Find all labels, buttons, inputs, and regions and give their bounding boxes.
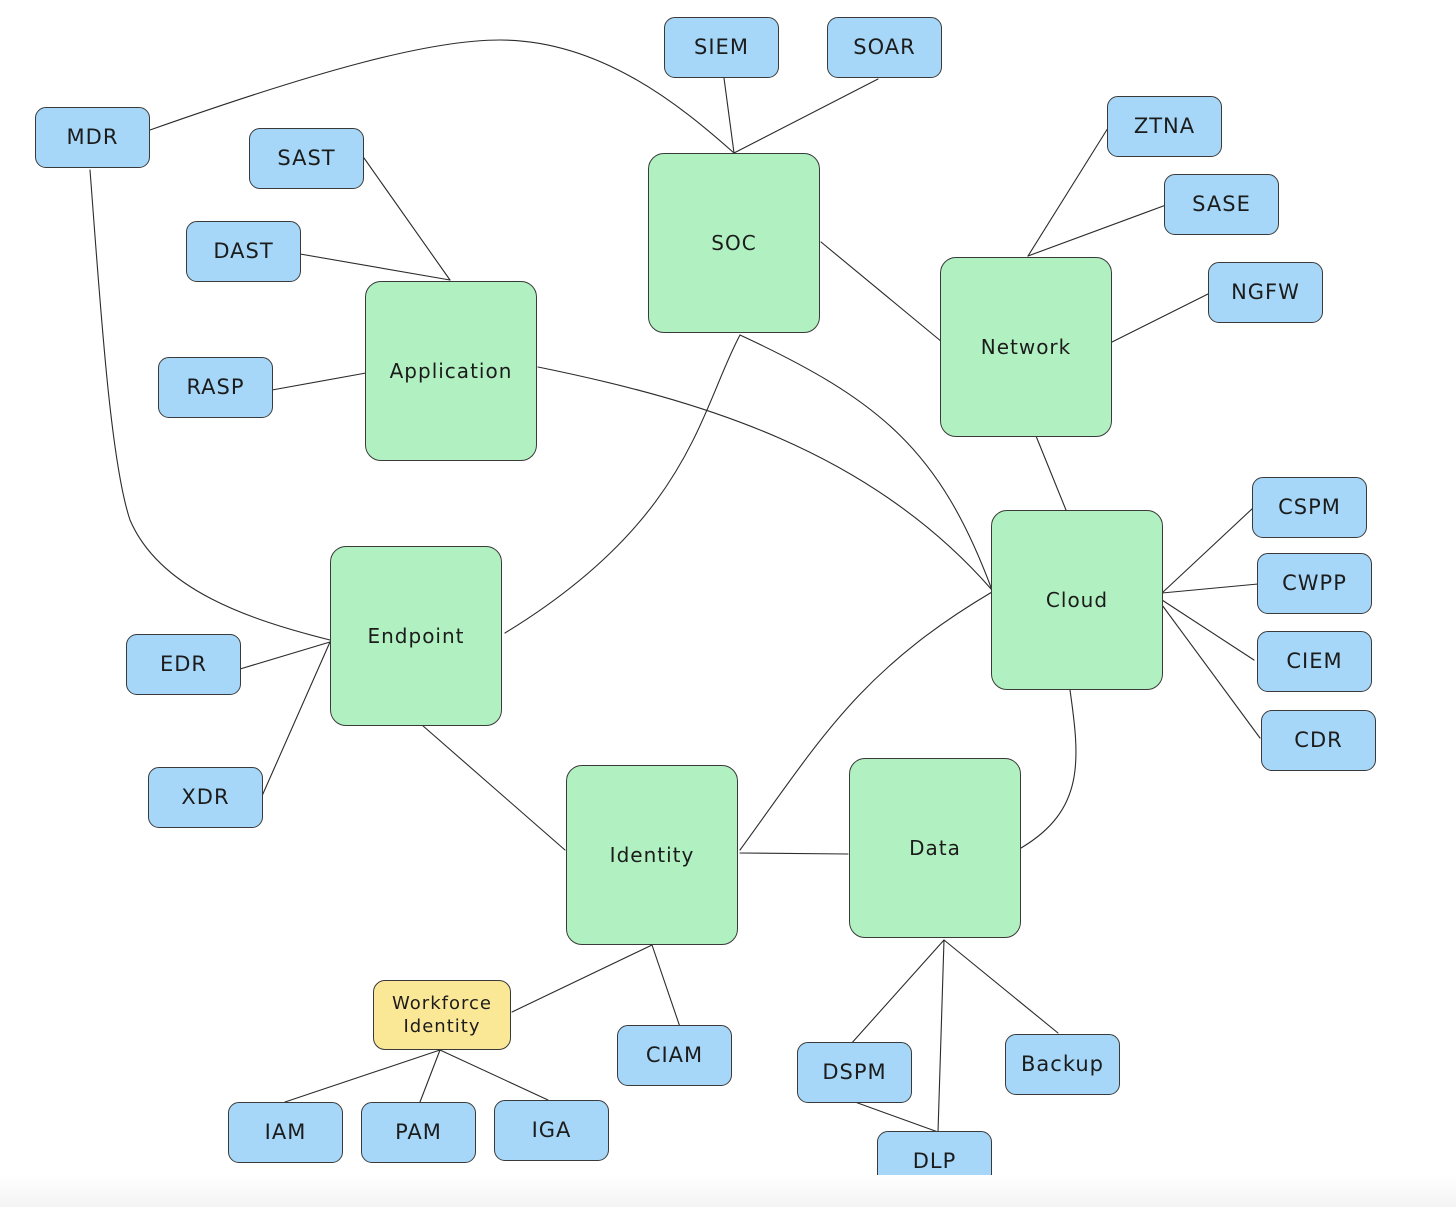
edge-dspm-dlp [854, 1101, 939, 1133]
edge-data-dlp [937, 939, 945, 1133]
edge-data-dspm [849, 939, 945, 1046]
edge-endpoint-xdr [261, 641, 331, 797]
edge-network-ngfw [1111, 292, 1211, 343]
edge-workforce-iga [439, 1049, 549, 1101]
node-ciam[interactable]: CIAM [617, 1025, 732, 1086]
node-network[interactable]: Network [940, 257, 1112, 437]
edge-identity-workforce [511, 944, 653, 1013]
edge-soc-soar [733, 78, 879, 154]
node-soc[interactable]: SOC [648, 153, 820, 333]
edge-endpoint-edr [239, 641, 331, 670]
node-mdr[interactable]: MDR [35, 107, 150, 168]
node-cdr[interactable]: CDR [1261, 710, 1376, 771]
edge-identity-ciam [651, 944, 681, 1028]
edge-endpoint-mdr [89, 169, 331, 641]
node-edr[interactable]: EDR [126, 634, 241, 695]
edge-application-sast [363, 157, 451, 281]
bottom-fade [0, 1175, 1456, 1207]
edge-data-backup [943, 939, 1059, 1034]
node-application[interactable]: Application [365, 281, 537, 461]
edge-cloud-cdr [1161, 604, 1261, 739]
node-pam[interactable]: PAM [361, 1102, 476, 1163]
edge-application-dast [299, 253, 451, 281]
edge-workforce-pam [419, 1049, 441, 1103]
node-workforce-identity[interactable]: Workforce Identity [373, 980, 511, 1050]
node-ciem[interactable]: CIEM [1257, 631, 1372, 692]
node-dspm[interactable]: DSPM [797, 1042, 912, 1103]
node-identity[interactable]: Identity [566, 765, 738, 945]
node-ztna[interactable]: ZTNA [1107, 96, 1222, 157]
edge-soc-mdr [149, 39, 735, 154]
node-sase[interactable]: SASE [1164, 174, 1279, 235]
node-soar[interactable]: SOAR [827, 17, 942, 78]
node-iga[interactable]: IGA [494, 1100, 609, 1161]
edge-application-rasp [271, 372, 367, 391]
node-cloud[interactable]: Cloud [991, 510, 1163, 690]
node-ngfw[interactable]: NGFW [1208, 262, 1323, 323]
node-endpoint[interactable]: Endpoint [330, 546, 502, 726]
edge-identity-data [739, 852, 849, 855]
edge-cloud-cwpp [1161, 583, 1259, 594]
edge-application-cloud [537, 366, 993, 591]
node-sast[interactable]: SAST [249, 128, 364, 189]
edge-network-cloud [1035, 435, 1067, 511]
edge-cloud-ciem [1161, 599, 1255, 661]
node-data[interactable]: Data [849, 758, 1021, 938]
edge-cloud-identity [739, 591, 993, 851]
edge-cloud-data [1020, 689, 1077, 849]
edge-workforce-iam [284, 1049, 441, 1103]
node-rasp[interactable]: RASP [158, 357, 273, 418]
node-backup[interactable]: Backup [1005, 1034, 1120, 1095]
edge-endpoint-identity [421, 724, 566, 851]
edge-soc-network [820, 241, 943, 343]
node-xdr[interactable]: XDR [148, 767, 263, 828]
edge-network-ztna [1027, 127, 1109, 257]
edge-cloud-cspm [1161, 507, 1254, 594]
node-dast[interactable]: DAST [186, 221, 301, 282]
node-cwpp[interactable]: CWPP [1257, 553, 1372, 614]
edge-soc-siem [723, 77, 735, 154]
node-siem[interactable]: SIEM [664, 17, 779, 78]
edge-soc-cloud [739, 334, 993, 591]
node-cspm[interactable]: CSPM [1252, 477, 1367, 538]
edge-soc-endpoint [504, 334, 741, 634]
edge-network-sase [1027, 204, 1167, 257]
node-iam[interactable]: IAM [228, 1102, 343, 1163]
